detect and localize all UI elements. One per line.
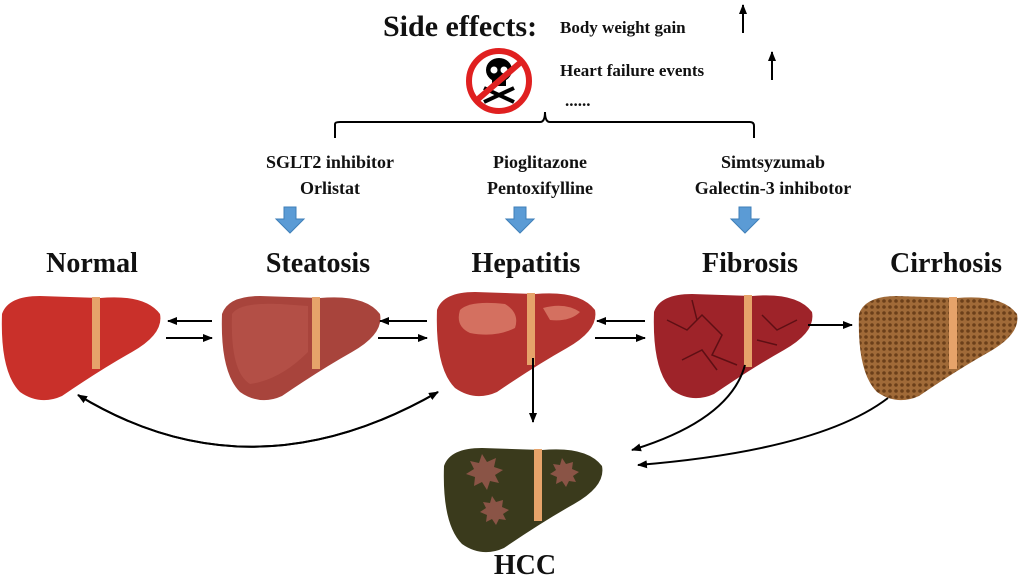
tumor-icon (480, 496, 509, 525)
brace (334, 111, 755, 138)
side-effect-heart-failure: Heart failure events (560, 61, 705, 80)
stage-hepatitis-label: Hepatitis (472, 248, 581, 279)
no-skull-icon (466, 48, 532, 114)
drug-arrow-icon (729, 206, 761, 234)
tumor-icon (550, 458, 579, 487)
side-effect-weight-gain: Body weight gain (560, 18, 686, 37)
drug-arrow-icon (274, 206, 306, 234)
stage-hcc-label: HCC (494, 550, 556, 579)
stage-cirrhosis-label: Cirrhosis (890, 248, 1002, 279)
drug-simtsyzumab: Simtsyzumab (721, 152, 825, 172)
stage-fibrosis-label: Fibrosis (702, 248, 798, 279)
liver-normal (1, 296, 161, 401)
liver-cirrhosis (858, 296, 1018, 401)
drug-sglt2: SGLT2 inhibitor (266, 152, 394, 172)
drug-arrow-icon (504, 206, 536, 234)
tumor-icon (466, 454, 503, 490)
liver-fibrosis (653, 294, 813, 399)
side-effects-title: Side effects: (383, 10, 537, 43)
cirrhosis-to-hcc-arrow (637, 397, 889, 469)
drug-galectin3: Galectin-3 inhibotor (695, 178, 852, 198)
drug-orlistat: Orlistat (300, 178, 360, 198)
fibrosis-to-hcc-arrow (631, 364, 746, 452)
liver-hepatitis (436, 292, 596, 397)
liver-steatosis (221, 296, 381, 401)
drug-pentoxifylline: Pentoxifylline (487, 178, 593, 198)
normal-hepatitis-arrow (77, 391, 439, 448)
liver-hcc (443, 448, 603, 553)
stage-steatosis-label: Steatosis (266, 248, 370, 279)
drug-pioglitazone: Pioglitazone (493, 152, 587, 172)
side-effect-more: ...... (565, 91, 591, 110)
stage-normal-label: Normal (46, 248, 138, 279)
